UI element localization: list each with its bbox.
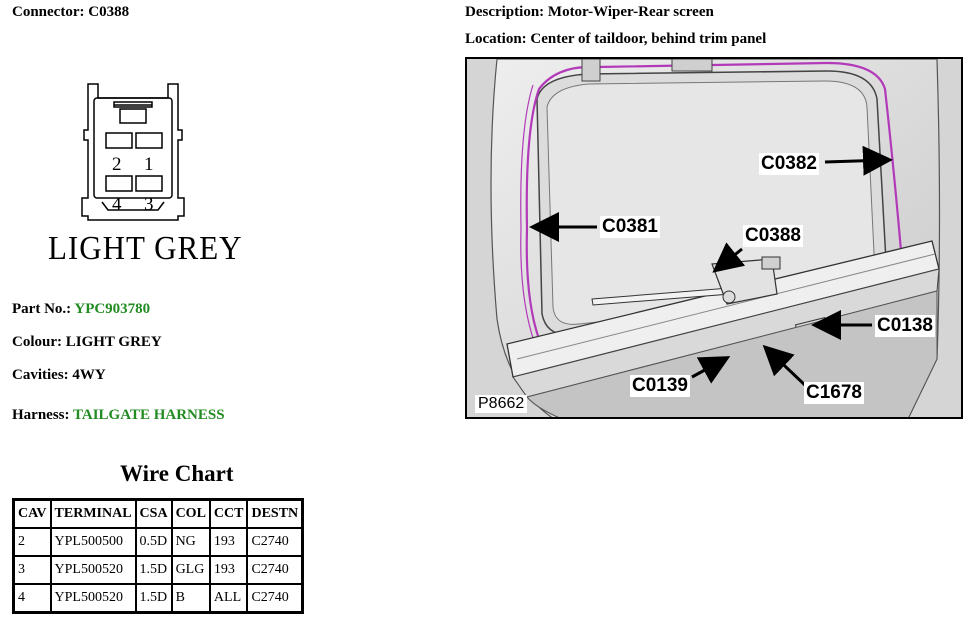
description-value: Motor-Wiper-Rear screen [547,4,714,20]
location-label: Location: [465,31,527,47]
cell-cct: 193 [208,527,249,557]
connector-label: Connector: [12,4,85,20]
column-header-csa: CSA [134,498,173,529]
cell-destn: C2740 [246,527,304,557]
cavity-label-1: 1 [144,154,154,175]
colour-value: LIGHT GREY [65,334,162,350]
cell-cct: 193 [208,555,249,585]
callout-c0139: C0139 [630,375,690,397]
connector-location-image: C0382 C0381 C0388 C0138 C0139 C1678 P866… [465,57,963,419]
table-row: 3 YPL500520 1.5D GLG 193 C2740 [12,555,304,585]
callout-c0381: C0381 [600,216,660,238]
table-row: 4 YPL500520 1.5D B ALL C2740 [12,583,304,614]
cell-terminal: YPL500520 [49,555,137,585]
connector-color-caption: LIGHT GREY [48,228,243,267]
harness-label: Harness: [12,407,70,423]
connector-id: C0388 [88,4,130,20]
cavities-line: Cavities: 4WY [12,367,106,384]
column-header-cav: CAV [12,498,52,529]
connector-heading: Connector: C0388 [12,4,129,21]
description-line: Description: Motor-Wiper-Rear screen [465,4,714,21]
colour-line: Colour: LIGHT GREY [12,334,162,351]
cell-destn: C2740 [246,555,304,585]
cavities-value: 4WY [72,367,106,383]
column-header-cct: CCT [208,498,249,529]
table-header-row: CAV TERMINAL CSA COL CCT DESTN [12,498,304,529]
part-no-line: Part No.: YPC903780 [12,301,150,318]
colour-label: Colour: [12,334,62,350]
tailgate-illustration [467,59,961,417]
cavity-label-2: 2 [112,154,122,175]
part-no-label: Part No.: [12,301,72,317]
column-header-destn: DESTN [246,498,304,529]
cell-col: NG [170,527,211,557]
cell-terminal: YPL500520 [49,583,137,614]
cell-cav: 2 [12,527,52,557]
cell-col: GLG [170,555,211,585]
cell-cav: 4 [12,583,52,614]
cell-cct: ALL [208,583,249,614]
callout-c0388: C0388 [743,225,803,247]
cavity-label-3: 3 [144,194,154,215]
location-line: Location: Center of taildoor, behind tri… [465,31,766,48]
column-header-col: COL [170,498,211,529]
callout-c1678: C1678 [804,382,864,404]
description-label: Description: [465,4,545,20]
part-no-value: YPC903780 [74,301,151,317]
connector-face-diagram: 2 1 4 3 [81,83,185,221]
image-reference-code: P8662 [475,395,528,413]
cell-destn: C2740 [246,583,304,614]
location-value: Center of taildoor, behind trim panel [530,31,767,47]
wire-chart-title: Wire Chart [120,461,234,486]
column-header-terminal: TERMINAL [49,498,137,529]
harness-line: Harness: TAILGATE HARNESS [12,407,225,424]
wire-chart-table: CAV TERMINAL CSA COL CCT DESTN 2 YPL5005… [12,498,305,614]
cell-col: B [170,583,211,614]
cell-csa: 1.5D [134,555,173,585]
cavity-label-4: 4 [112,194,122,215]
table-row: 2 YPL500500 0.5D NG 193 C2740 [12,527,304,557]
cavities-label: Cavities: [12,367,69,383]
harness-value: TAILGATE HARNESS [72,407,225,423]
callout-c0382: C0382 [759,153,819,175]
cell-csa: 0.5D [134,527,173,557]
callout-c0138: C0138 [875,315,935,337]
cell-terminal: YPL500500 [49,527,137,557]
cell-cav: 3 [12,555,52,585]
cell-csa: 1.5D [134,583,173,614]
